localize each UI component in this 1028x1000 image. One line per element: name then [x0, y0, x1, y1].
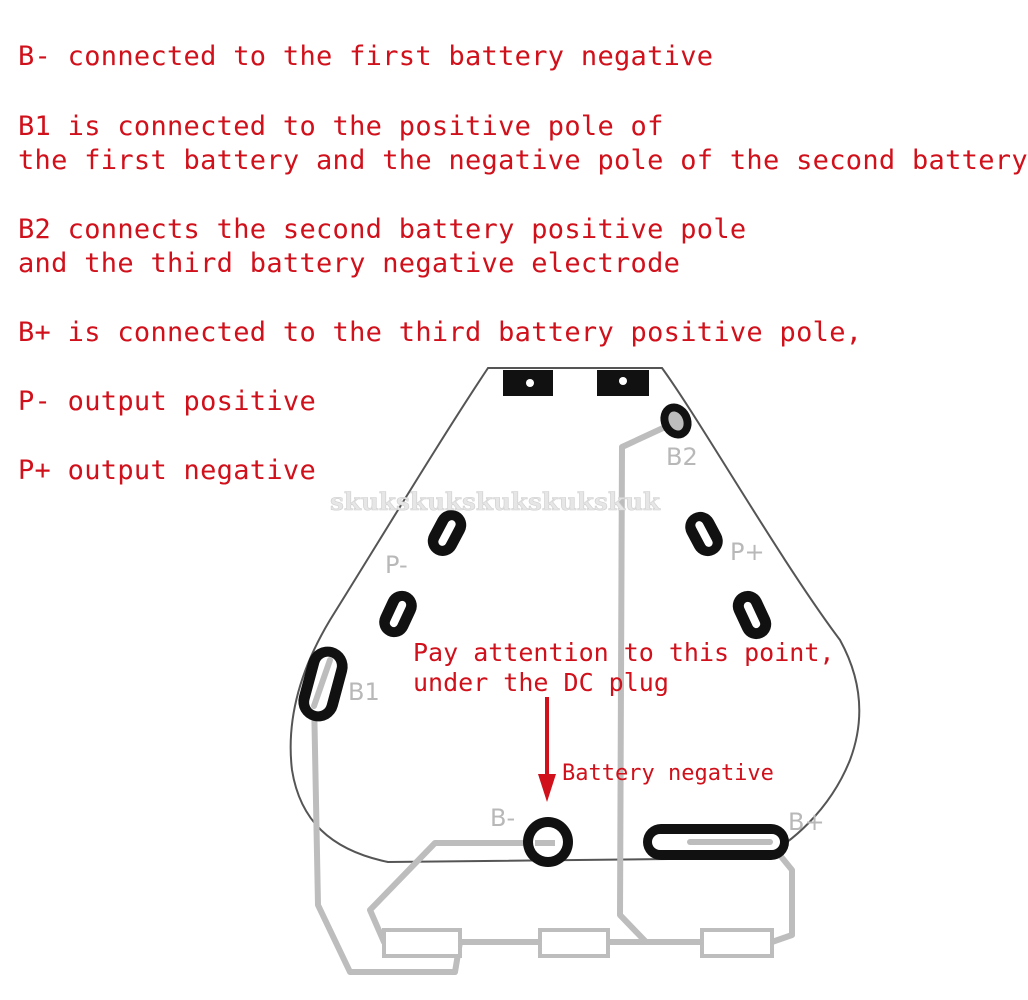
note-b-plus: B+ is connected to the third battery pos… [18, 317, 863, 348]
trace-b1-to-bottom [311, 695, 463, 975]
note-b-minus: B- connected to the first battery negati… [18, 41, 714, 72]
battery-cell-1 [382, 928, 462, 958]
battery-cells [382, 928, 774, 958]
pad-p-minus-lower-slot [389, 600, 407, 628]
label-b-plus: B+ [788, 808, 825, 836]
label-b2: B2 [666, 443, 698, 471]
arrow-label-battery-negative: Battery negative [562, 761, 774, 786]
note-p-minus: P- output positive [18, 386, 316, 417]
top-pad-left-hole [526, 379, 534, 387]
note-p-plus: P+ output negative [18, 455, 316, 486]
board-outline [289, 367, 861, 864]
note-b2: B2 connects the second battery positive … [18, 214, 747, 279]
label-p-plus: P+ [730, 538, 765, 566]
top-pad-right-hole [619, 377, 627, 385]
battery-cell-3 [700, 928, 774, 958]
pad-p-plus-lower-slot [743, 601, 761, 629]
pad-p-plus-upper-slot [695, 521, 713, 547]
label-b-minus: B- [490, 804, 515, 832]
label-p-minus: P- [385, 551, 408, 579]
top-pads [503, 370, 649, 396]
trace-b-minus-loop [367, 840, 548, 945]
pad-p-minus-upper-slot [438, 520, 456, 546]
callout-arrow-head [538, 774, 556, 802]
battery-cell-2 [538, 928, 610, 958]
pad-b2-inner [668, 411, 684, 431]
pad-b1-trace-entry [311, 657, 333, 709]
watermark: skukskukskukskukskuk [330, 487, 661, 516]
label-b1: B1 [348, 678, 380, 706]
pcb-diagram: B2 P+ P- B1 B- B+ skukskukskukskukskuk P… [289, 367, 861, 975]
note-b1: B1 is connected to the positive pole of … [18, 111, 1028, 176]
callout-line-2: under the DC plug [413, 668, 669, 697]
callout-line-1: Pay attention to this point, [413, 638, 834, 667]
